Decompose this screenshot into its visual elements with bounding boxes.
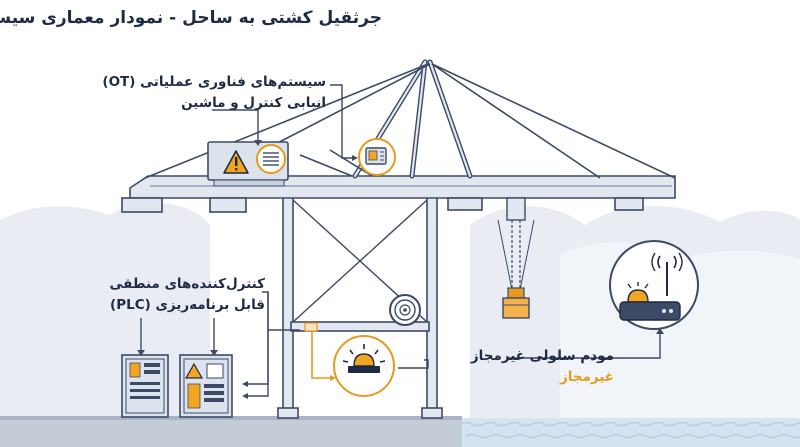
machinery-house (207, 141, 289, 187)
spreader-icon (502, 287, 530, 319)
ot-label-line-1: سیستم‌های فناوری عملیاتی (OT) (102, 74, 326, 90)
vent-icon (263, 152, 279, 166)
plc-cabinet-right (179, 354, 233, 418)
control-panel-icon (358, 138, 396, 176)
diagram-title: جرثقیل کشتی به ساحل - نمودار معماری سیست… (0, 8, 382, 28)
plc-label-line-2: قابل برنامه‌ریزی (PLC) (110, 297, 265, 313)
ot-label-line-2: انبابی کنترل و ماشین (181, 95, 326, 111)
modem-label-line-2: غیرمجاز (559, 369, 614, 385)
junction-box (304, 322, 318, 332)
hoist (497, 197, 535, 291)
arrowheads (137, 140, 664, 399)
plc-label-line-1: کنترل‌کننده‌های منطقی (109, 276, 265, 292)
antenna-icon (609, 240, 699, 330)
beacon-icon (333, 335, 395, 397)
quay (0, 416, 462, 447)
water (455, 418, 800, 447)
cable-reel-icon (389, 294, 421, 326)
orange-leader (311, 331, 330, 379)
orange-arrowhead (330, 375, 336, 381)
modem-label-line-1: مودم سلولی غیرمجاز (470, 348, 614, 364)
plc-cabinet-left (121, 354, 169, 418)
warning-icon (223, 150, 249, 174)
leader-lines (140, 84, 661, 397)
crane-boom (121, 175, 676, 213)
